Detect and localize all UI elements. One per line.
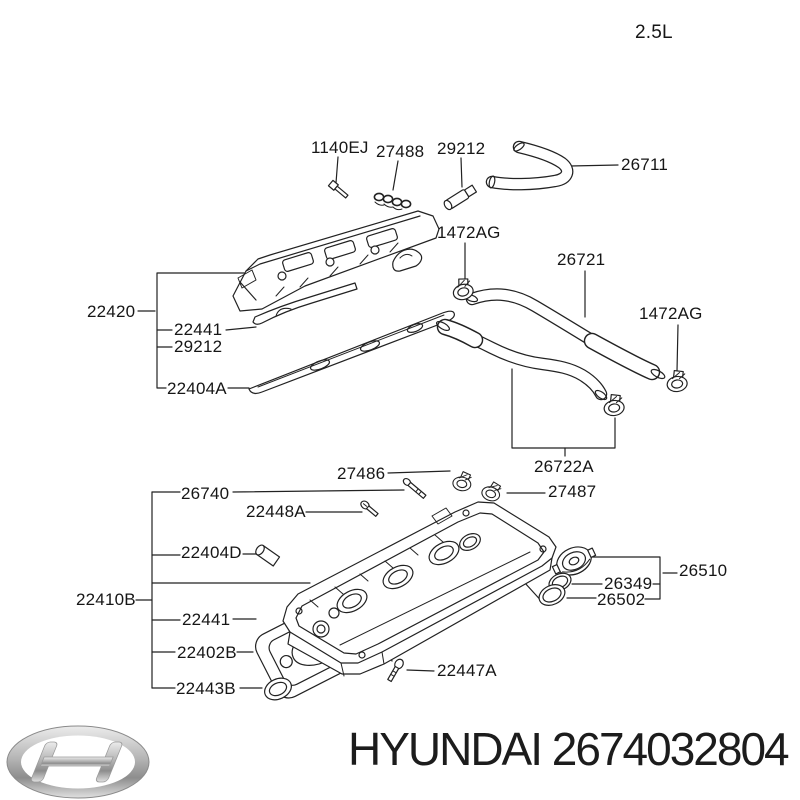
lower-valve-cover-drawing	[282, 501, 557, 677]
part-callout-26740: 26740	[181, 484, 230, 503]
stud-26740-drawing	[402, 477, 427, 499]
part-callout-22441-lower: 22441	[182, 610, 231, 629]
part-callout-22441-upper: 22441	[174, 320, 223, 339]
part-callout-22410b: 22410B	[76, 590, 136, 609]
seal-ring-26502-drawing	[538, 584, 566, 606]
part-callout-1140ej: 1140EJ	[311, 138, 369, 157]
breather-hose-26711-drawing	[485, 140, 574, 191]
hyundai-logo-h	[30, 741, 123, 783]
seal-set-27488-drawing	[373, 192, 412, 211]
part-callout-26502: 26502	[597, 590, 646, 609]
pcv-hose-26721-drawing	[463, 288, 666, 381]
part-callout-22447a: 22447A	[437, 661, 497, 680]
part-callout-26349: 26349	[604, 574, 653, 593]
part-callout-29212-mid: 29212	[174, 337, 223, 356]
clip-27486-drawing	[451, 469, 474, 493]
leader-lines	[135, 156, 679, 689]
part-callout-26721: 26721	[557, 250, 606, 269]
part-callout-22448a: 22448A	[246, 502, 306, 521]
part-callout-29212-top: 29212	[437, 139, 486, 158]
part-callout-22420: 22420	[87, 302, 136, 321]
upper-gasket-22404a-drawing	[248, 310, 455, 395]
hose-clamp-1472ag-right-drawing	[664, 368, 689, 394]
brand-part-number: HYUNDAI 2674032804	[348, 723, 790, 775]
hyundai-logo	[6, 725, 150, 799]
pcv-hose-26722a-drawing	[435, 318, 608, 401]
upper-valve-cover-drawing	[232, 210, 440, 325]
part-callout-22443b: 22443B	[176, 679, 236, 698]
oil-filler-cap-26510-drawing	[551, 546, 597, 576]
bolt-22448a-drawing	[360, 500, 379, 517]
part-callout-27487: 27487	[548, 482, 597, 501]
part-callout-1472ag-right: 1472AG	[639, 304, 703, 323]
plug-22404d-drawing	[255, 544, 281, 567]
clip-27487-drawing	[479, 478, 504, 504]
part-callout-22402b: 22402B	[177, 643, 237, 662]
part-callout-26711: 26711	[621, 155, 669, 174]
part-callout-22404a: 22404A	[167, 379, 227, 398]
oring-22443b-drawing	[264, 677, 292, 701]
part-callout-27486: 27486	[337, 464, 386, 483]
valve-29212-drawing	[443, 184, 478, 211]
part-callout-22404d: 22404D	[181, 543, 242, 562]
part-callout-26510: 26510	[679, 561, 728, 580]
part-callout-1472ag-left: 1472AG	[437, 223, 501, 242]
engine-size-label: 2.5L	[635, 22, 673, 43]
part-callout-26722a: 26722A	[534, 457, 594, 476]
bolt-22447a-drawing	[387, 658, 404, 683]
bolt-1140ej-drawing	[327, 179, 349, 199]
part-callout-27488: 27488	[376, 142, 425, 161]
